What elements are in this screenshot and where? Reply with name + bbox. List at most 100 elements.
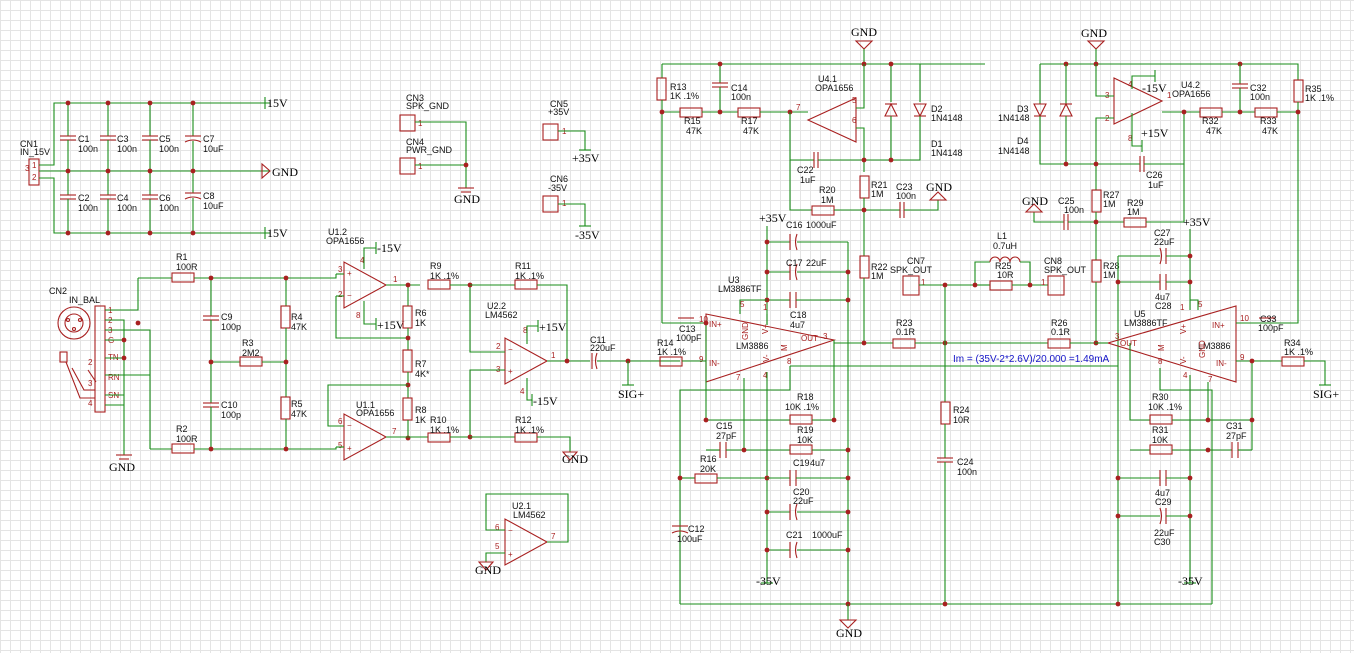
- svg-text:1K .1%: 1K .1%: [1284, 347, 1313, 357]
- svg-text:5: 5: [338, 441, 343, 450]
- svg-text:R3: R3: [242, 338, 254, 348]
- svg-text:LM3886TF: LM3886TF: [1124, 318, 1168, 328]
- svg-text:C26: C26: [1146, 170, 1163, 180]
- svg-text:C31: C31: [1226, 421, 1243, 431]
- svg-text:U4.1: U4.1: [818, 74, 837, 84]
- svg-text:R15: R15: [684, 116, 701, 126]
- svg-text:1000uF: 1000uF: [806, 220, 837, 230]
- svg-text:100n: 100n: [957, 467, 977, 477]
- svg-text:3: 3: [1115, 332, 1120, 341]
- svg-text:1N4148: 1N4148: [998, 113, 1030, 123]
- balanced-input-stage: CN2 IN_BAL 1 2 3 G TN RN SN 234 GND R110…: [49, 227, 652, 577]
- svg-text:R6: R6: [415, 308, 427, 318]
- svg-text:-35V: -35V: [756, 574, 781, 588]
- svg-text:+: +: [508, 367, 513, 376]
- svg-text:+15V: +15V: [377, 318, 405, 332]
- xlr-jack-icon: [57, 306, 91, 340]
- svg-text:6: 6: [338, 417, 343, 426]
- cn1-pin-3: 3: [25, 164, 30, 173]
- c4-value: 100n: [117, 203, 137, 213]
- svg-text:R7: R7: [415, 359, 427, 369]
- c6-value: 100n: [159, 203, 179, 213]
- svg-text:V-: V-: [1179, 356, 1188, 364]
- svg-text:R18: R18: [797, 392, 814, 402]
- svg-text:0.1R: 0.1R: [1051, 327, 1071, 337]
- svg-text:0.7uH: 0.7uH: [993, 241, 1017, 251]
- svg-text:GND: GND: [1022, 194, 1048, 208]
- svg-text:RN: RN: [108, 373, 120, 382]
- svg-text:R28: R28: [1103, 261, 1120, 271]
- svg-text:4u7: 4u7: [810, 458, 825, 468]
- cn4-name: PWR_GND: [406, 145, 453, 155]
- svg-text:2M2: 2M2: [242, 348, 260, 358]
- svg-text:47K: 47K: [1206, 126, 1222, 136]
- flag-m35-cn6: -35V: [575, 228, 600, 242]
- cn6-name: -35V: [548, 183, 567, 193]
- svg-text:+: +: [508, 550, 513, 559]
- cn1-pin-2: 2: [32, 173, 37, 182]
- svg-text:CN7: CN7: [907, 256, 925, 266]
- svg-text:1: 1: [418, 119, 423, 128]
- svg-text:100R: 100R: [176, 434, 198, 444]
- c8-value: 10uF: [203, 201, 224, 211]
- svg-text:1N4148: 1N4148: [931, 113, 963, 123]
- svg-text:10: 10: [699, 315, 708, 324]
- r2-ref: R2: [176, 424, 188, 434]
- svg-text:LM3886TF: LM3886TF: [718, 284, 762, 294]
- svg-text:R20: R20: [819, 185, 836, 195]
- svg-text:C30: C30: [1154, 537, 1171, 547]
- svg-text:1K .1%: 1K .1%: [670, 91, 699, 101]
- svg-text:1K .1%: 1K .1%: [657, 347, 686, 357]
- svg-text:22uF: 22uF: [1154, 528, 1175, 538]
- svg-text:R4: R4: [291, 312, 303, 322]
- svg-text:R10: R10: [430, 415, 447, 425]
- svg-text:+35V: +35V: [1183, 215, 1211, 229]
- svg-text:+: +: [347, 269, 352, 278]
- svg-text:C14: C14: [731, 83, 748, 93]
- svg-text:D3: D3: [1017, 104, 1029, 114]
- svg-text:1M: 1M: [1127, 207, 1140, 217]
- ground-connectors: 1 CN3 SPK_GND 1 CN4 PWR_GND GND: [399, 93, 480, 206]
- svg-text:D2: D2: [931, 104, 943, 114]
- svg-text:1M: 1M: [821, 195, 834, 205]
- u12-opamp: [343, 261, 388, 309]
- wire-m15v-rail: [39, 177, 270, 234]
- svg-text:C25: C25: [1058, 196, 1075, 206]
- c2-ref: C2: [78, 193, 90, 203]
- svg-text:GND: GND: [741, 322, 750, 340]
- svg-text:1K .1%: 1K .1%: [515, 271, 544, 281]
- svg-text:C23: C23: [896, 182, 913, 192]
- svg-text:22uF: 22uF: [793, 496, 814, 506]
- svg-text:5: 5: [1198, 300, 1203, 309]
- svg-text:V+: V+: [761, 324, 770, 334]
- svg-text:1M: 1M: [1103, 199, 1116, 209]
- svg-text:OPA1656: OPA1656: [326, 236, 364, 246]
- svg-text:100R: 100R: [176, 262, 198, 272]
- svg-text:1: 1: [551, 351, 556, 360]
- svg-text:47K: 47K: [291, 322, 307, 332]
- svg-text:IN+: IN+: [709, 320, 722, 329]
- svg-text:+15V: +15V: [1141, 126, 1169, 140]
- cn5-name: +35V: [548, 107, 569, 117]
- svg-text:C9: C9: [221, 312, 233, 322]
- flag-m15v-bottom: 15V: [267, 226, 288, 240]
- svg-text:U3: U3: [728, 275, 740, 285]
- svg-text:20K: 20K: [700, 464, 716, 474]
- svg-text:OPA1656: OPA1656: [815, 83, 853, 93]
- svg-text:−: −: [508, 345, 513, 354]
- svg-text:C27: C27: [1154, 228, 1171, 238]
- svg-text:6: 6: [495, 523, 500, 532]
- svg-text:C29: C29: [1155, 497, 1172, 507]
- svg-text:R14: R14: [657, 338, 674, 348]
- svg-text:R8: R8: [415, 405, 427, 415]
- svg-text:100n: 100n: [731, 92, 751, 102]
- svg-text:C16: C16: [786, 220, 803, 230]
- svg-text:8: 8: [356, 311, 361, 320]
- flag-gnd-input: GND: [109, 460, 135, 474]
- svg-text:100n: 100n: [1250, 92, 1270, 102]
